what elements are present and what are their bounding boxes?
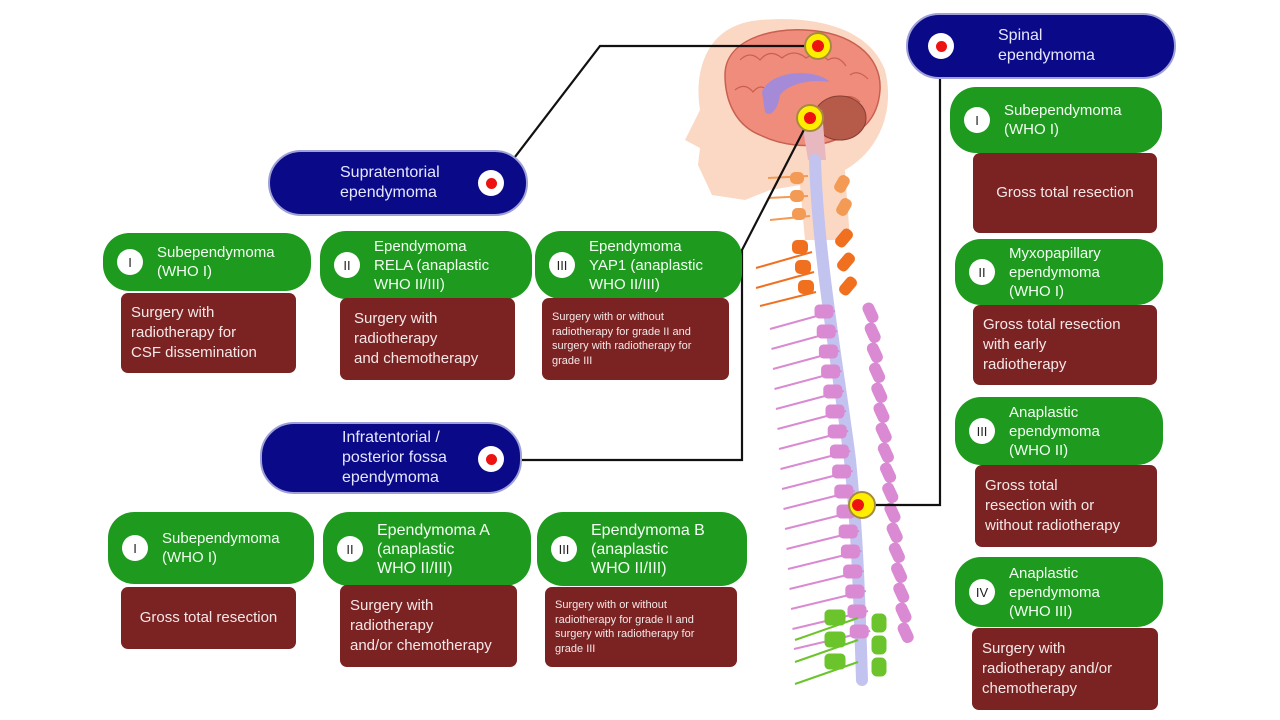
thoracic-vertebrae: [769, 302, 914, 650]
spinous-process: [895, 602, 912, 624]
type-name: Subependymoma (WHO I): [1004, 102, 1122, 138]
spinous-process: [877, 442, 894, 464]
tumor-marker-supratentorial: [804, 32, 832, 60]
grade-badge: IV: [969, 579, 995, 605]
spinous-process: [879, 462, 897, 484]
grade-badge: III: [551, 536, 577, 562]
grade-badge: I: [964, 107, 990, 133]
spinous-process: [886, 522, 903, 544]
target-icon: [478, 446, 504, 472]
connector-lines: [490, 44, 942, 507]
grade-badge: I: [117, 249, 143, 275]
grade-box-spinal-1: I Subependymoma (WHO I): [950, 87, 1162, 153]
tumor-marker-spinal: [848, 491, 876, 519]
location-box-infratentorial: Infratentorial / posterior fossa ependym…: [260, 422, 522, 494]
location-label: Supratentorial ependymoma: [340, 164, 440, 201]
location-label: Infratentorial / posterior fossa ependym…: [342, 429, 447, 486]
grade-badge: III: [549, 252, 575, 278]
location-box-supratentorial: Supratentorial ependymoma: [268, 150, 528, 216]
treatment-box-supra-2: Surgery with radiotherapy and chemothera…: [340, 298, 515, 380]
type-name: Ependymoma A (anaplastic WHO II/III): [377, 521, 490, 577]
grade-box-supra-3: III Ependymoma YAP1 (anaplastic WHO II/I…: [535, 231, 742, 299]
type-name: Subependymoma (WHO I): [157, 244, 275, 280]
sacral-vertebrae: [794, 609, 887, 685]
nerve-root: [780, 450, 851, 470]
treatment-box-spinal-4: Surgery with radiotherapy and/or chemoth…: [972, 628, 1158, 710]
type-name: Ependymoma B (anaplastic WHO II/III): [591, 521, 705, 577]
treatment-box-spinal-1: Gross total resection: [973, 153, 1157, 233]
spinous-process: [884, 502, 901, 524]
nerve-root: [778, 430, 849, 450]
grade-badge: III: [969, 418, 995, 444]
treatment-box-infra-3: Surgery with or without radiotherapy for…: [545, 587, 737, 667]
grade-box-infra-3: III Ependymoma B (anaplastic WHO II/III): [537, 512, 747, 586]
treatment-box-spinal-3: Gross total resection with or without ra…: [975, 465, 1157, 547]
spinous-process: [893, 582, 910, 604]
nerve-root: [794, 661, 859, 685]
nerve-root: [772, 350, 840, 370]
spinous-process: [864, 322, 881, 344]
grade-box-spinal-2: II Myxopapillary ependymoma (WHO I): [955, 239, 1163, 305]
type-name: Anaplastic ependymoma (WHO III): [1009, 564, 1100, 620]
treatment-box-infra-2: Surgery with radiotherapy and/or chemoth…: [340, 585, 517, 667]
target-icon: [928, 33, 954, 59]
target-icon: [478, 170, 504, 196]
nerve-root: [794, 617, 859, 641]
spinous-process: [862, 302, 879, 324]
type-name: Myxopapillary ependymoma (WHO I): [1009, 244, 1101, 300]
grade-badge: I: [122, 535, 148, 561]
nerve-root: [783, 490, 856, 510]
nerve-root: [786, 530, 860, 550]
grade-box-infra-1: I Subependymoma (WHO I): [108, 512, 314, 584]
nerve-root: [784, 510, 858, 530]
spinous-process: [890, 562, 908, 584]
type-name: Anaplastic ependymoma (WHO II): [1009, 403, 1100, 459]
spinous-process: [871, 382, 888, 404]
nerve-root: [787, 550, 862, 570]
grade-box-supra-1: I Subependymoma (WHO I): [103, 233, 311, 291]
treatment-box-supra-1: Surgery with radiotherapy for CSF dissem…: [121, 293, 296, 373]
nerve-root: [789, 570, 864, 590]
nerve-root: [794, 639, 859, 663]
spinous-process: [866, 342, 883, 364]
treatment-box-spinal-2: Gross total resection with early radioth…: [973, 305, 1157, 385]
grade-box-spinal-3: III Anaplastic ependymoma (WHO II): [955, 397, 1163, 465]
spinous-process: [873, 402, 890, 424]
spinous-process: [875, 422, 892, 444]
type-name: Ependymoma YAP1 (anaplastic WHO II/III): [589, 237, 703, 293]
location-label: Spinal ependymoma: [998, 27, 1095, 64]
ventricle: [762, 73, 830, 115]
spinous-process: [882, 482, 899, 504]
grade-box-supra-2: II Ependymoma RELA (anaplastic WHO II/II…: [320, 231, 532, 299]
treatment-box-infra-1: Gross total resection: [121, 587, 296, 649]
grade-box-spinal-4: IV Anaplastic ependymoma (WHO III): [955, 557, 1163, 627]
nerve-root: [769, 310, 836, 330]
nerve-root: [771, 330, 838, 350]
type-name: Subependymoma (WHO I): [162, 530, 280, 566]
nerve-root: [777, 410, 847, 430]
tumor-marker-infratentorial: [796, 104, 824, 132]
grade-badge: II: [337, 536, 363, 562]
sacral-process: [871, 613, 887, 633]
sacral-process: [871, 635, 887, 655]
grade-badge: II: [334, 252, 360, 278]
spinous-process: [868, 362, 886, 384]
grade-box-infra-2: II Ependymoma A (anaplastic WHO II/III): [323, 512, 531, 586]
sacral-process: [871, 657, 887, 677]
grade-badge: II: [969, 259, 995, 285]
nerve-root: [790, 590, 867, 610]
nerve-root: [774, 370, 842, 390]
type-name: Ependymoma RELA (anaplastic WHO II/III): [374, 237, 490, 293]
spinous-process: [888, 542, 905, 564]
nerve-root: [775, 390, 845, 410]
nerve-root: [781, 470, 853, 490]
location-box-spinal: Spinal ependymoma: [906, 13, 1176, 79]
treatment-box-supra-3: Surgery with or without radiotherapy for…: [542, 298, 729, 380]
spinous-process: [897, 622, 914, 644]
cervical-vertebrae: [790, 172, 857, 296]
